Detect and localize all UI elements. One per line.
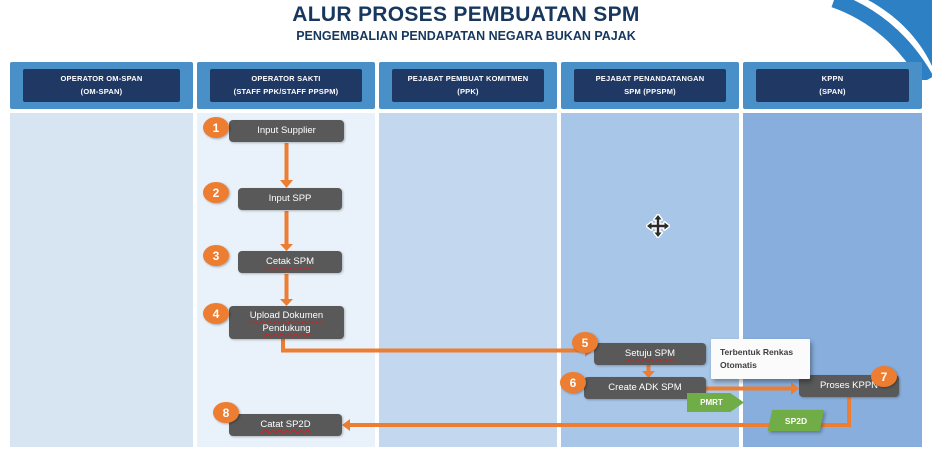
step-catat-sp2d[interactable]: Catat SP2D	[229, 414, 342, 436]
callout-line2: Otomatis	[720, 360, 757, 370]
callout-terbentuk-renkas-otomatis: Terbentuk Renkas Otomatis	[711, 339, 810, 379]
lane-header-sakti: OPERATOR SAKTI (STAFF PPK/STAFF PPSPM)	[210, 69, 362, 102]
lane-header-band-ppk: PEJABAT PEMBUAT KOMITMEN (PPK)	[379, 62, 557, 109]
lane-header-line2: (SPAN)	[819, 86, 846, 96]
arrow-cetak-spm-to-upload-dokumen	[280, 274, 293, 306]
lane-header-band-ppspm: PEJABAT PENANDATANGAN SPM (PPSPM)	[561, 62, 739, 109]
lane-header-line1: PEJABAT PENANDATANGAN	[595, 73, 705, 83]
step-label: Proses KPPN	[819, 379, 879, 391]
lane-header-ppk: PEJABAT PEMBUAT KOMITMEN (PPK)	[392, 69, 544, 102]
page-title: ALUR PROSES PEMBUATAN SPM	[292, 3, 640, 26]
lane-header-line1: PEJABAT PEMBUAT KOMITMEN	[407, 73, 529, 83]
tag-sp2d: SP2D	[767, 410, 825, 431]
lane-header-line1: OPERATOR OM-SPAN	[60, 73, 143, 83]
step-number-5: 5	[572, 332, 598, 353]
tag-sp2d-label: SP2D	[784, 415, 808, 426]
step-upload-dokumen[interactable]: Upload Dokumen Pendukung	[229, 306, 344, 339]
lane-header-line2: (PPK)	[457, 86, 479, 96]
lane-header-ppspm: PEJABAT PENANDATANGAN SPM (PPSPM)	[574, 69, 726, 102]
step-label: Input SPP	[268, 192, 312, 204]
step-label: Catat SP2D	[260, 418, 311, 430]
lane-header-band-sakti: OPERATOR SAKTI (STAFF PPK/STAFF PPSPM)	[197, 62, 375, 109]
step-number-6: 6	[560, 372, 586, 393]
lane-header-band-om-span: OPERATOR OM-SPAN (OM-SPAN)	[10, 62, 193, 109]
step-number-3: 3	[203, 245, 229, 266]
arrow-input-spp-to-cetak-spm	[280, 211, 293, 251]
lane-header-line2: (OM-SPAN)	[80, 86, 123, 96]
lane-header-band-kppn: KPPN (SPAN)	[743, 62, 922, 109]
callout-line1: Terbentuk Renkas	[720, 346, 794, 357]
step-number-4: 4	[203, 303, 229, 324]
step-label: Input Supplier	[257, 124, 316, 136]
step-create-adk-spm[interactable]: Create ADK SPM	[584, 377, 706, 399]
step-number-2: 2	[203, 182, 229, 203]
step-input-supplier[interactable]: Input Supplier	[229, 120, 344, 142]
lane-header-line1: OPERATOR SAKTI	[251, 73, 321, 83]
move-cursor-icon	[646, 214, 670, 238]
arrow-input-supplier-to-input-spp	[280, 143, 293, 188]
lane-header-om-span: OPERATOR OM-SPAN (OM-SPAN)	[23, 69, 180, 102]
step-cetak-spm[interactable]: Cetak SPM	[238, 251, 342, 273]
step-label: Upload Dokumen Pendukung	[249, 310, 324, 334]
tag-pmrt-label: PMRT	[700, 398, 723, 407]
step-label: Create ADK SPM	[608, 381, 682, 393]
arrow-create-adk-to-proses-kppn	[706, 382, 799, 395]
step-label: Setuju SPM	[624, 347, 676, 359]
arrow-upload-dokumen-to-setuju-spm	[281, 339, 593, 357]
lane-header-line2: SPM (PPSPM)	[624, 86, 676, 96]
step-label: Cetak SPM	[265, 255, 315, 267]
step-input-spp[interactable]: Input SPP	[238, 188, 342, 210]
step-setuju-spm[interactable]: Setuju SPM	[594, 343, 706, 365]
lane-header-line2: (STAFF PPK/STAFF PPSPM)	[233, 86, 339, 96]
tag-pmrt: PMRT	[687, 393, 744, 412]
step-number-8: 8	[213, 402, 239, 423]
page-subtitle: PENGEMBALIAN PENDAPATAN NEGARA BUKAN PAJ…	[296, 29, 636, 43]
lane-om-span	[10, 113, 193, 447]
step-number-1: 1	[203, 117, 229, 138]
arrow-setuju-spm-to-create-adk	[642, 365, 655, 378]
step-number-7: 7	[871, 366, 897, 387]
arrow-proses-kppn-to-catat-sp2d	[342, 397, 851, 431]
lane-header-line1: KPPN	[821, 73, 844, 83]
lane-ppk	[379, 113, 557, 447]
lane-header-kppn: KPPN (SPAN)	[756, 69, 909, 102]
